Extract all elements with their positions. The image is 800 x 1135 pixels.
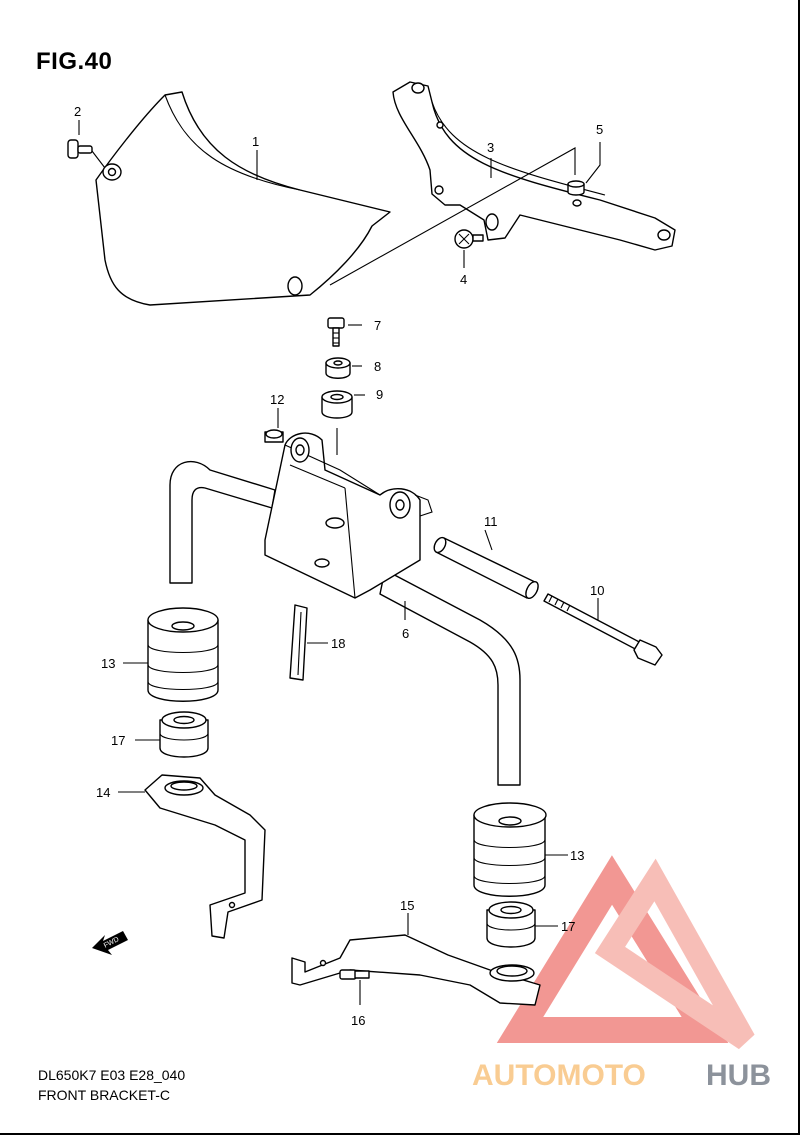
part-11-collar <box>433 529 539 599</box>
callout-17-left: 17 <box>111 733 125 748</box>
part-3-upper-bracket <box>392 81 676 251</box>
part-4-screw <box>454 229 484 268</box>
part-8-washer <box>325 357 362 379</box>
part-12-nut <box>264 408 284 443</box>
part-18-strip <box>289 604 328 681</box>
callout-15: 15 <box>400 898 414 913</box>
callout-18: 18 <box>331 636 345 651</box>
callout-8: 8 <box>374 359 381 374</box>
watermark-brand-part2: HUB <box>706 1059 771 1092</box>
figure-title: FIG.40 <box>36 48 113 75</box>
callout-13-right: 13 <box>570 848 584 863</box>
callout-5: 5 <box>596 122 603 137</box>
callout-13-left: 13 <box>101 656 115 671</box>
part-10-long-bolt <box>543 593 663 666</box>
callout-12: 12 <box>270 392 284 407</box>
watermark-brand-part1: AUTOMOTO <box>472 1059 646 1092</box>
part-16-bolt <box>339 969 370 1005</box>
part-17-damper-right <box>486 901 558 948</box>
part-2-rivet <box>67 120 106 169</box>
part-7-bolt <box>327 317 362 347</box>
callout-labels: 1 2 3 4 5 6 7 8 9 10 11 12 13 13 14 15 1… <box>74 104 604 1028</box>
fwd-arrow: FWD <box>92 931 128 955</box>
part-9-bushing <box>321 390 365 455</box>
figure-caption: FRONT BRACKET-C <box>38 1087 170 1103</box>
callout-1: 1 <box>252 134 259 149</box>
part-13-damper-left <box>123 607 219 702</box>
part-17-damper-left <box>135 711 209 758</box>
part-14-lower-bracket <box>118 774 266 939</box>
watermark-logo: AUTOMOTO HUB <box>472 855 771 1092</box>
callout-10: 10 <box>590 583 604 598</box>
callout-7: 7 <box>374 318 381 333</box>
callout-2: 2 <box>74 104 81 119</box>
callout-9: 9 <box>376 387 383 402</box>
part-5-cap <box>567 142 601 196</box>
callout-6: 6 <box>402 626 409 641</box>
callout-3: 3 <box>487 140 494 155</box>
model-code: DL650K7 E03 E28_040 <box>38 1067 186 1083</box>
part-13-damper-right <box>473 802 568 897</box>
callout-16: 16 <box>351 1013 365 1028</box>
callout-4: 4 <box>460 272 467 287</box>
part-15-lower-bracket <box>291 913 541 1006</box>
callout-17-right: 17 <box>561 919 575 934</box>
callout-14: 14 <box>96 785 110 800</box>
callout-11: 11 <box>484 514 498 529</box>
part-1-cover <box>95 91 391 306</box>
part-6-main-bracket <box>169 432 521 786</box>
